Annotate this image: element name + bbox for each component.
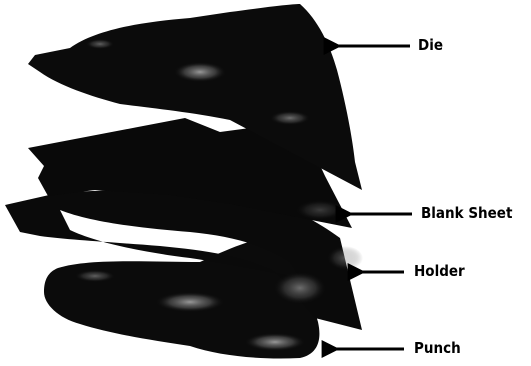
blank-sheet-label: Blank Sheet — [421, 206, 512, 221]
holder-label: Holder — [414, 264, 465, 279]
punch-label: Punch — [414, 341, 461, 356]
die-label: Die — [418, 38, 443, 53]
